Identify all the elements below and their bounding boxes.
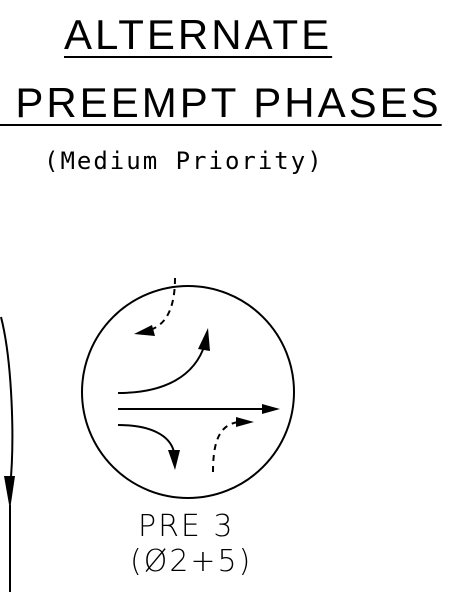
phase-circle [81, 285, 295, 499]
dashed-turn-bottom-icon [212, 417, 254, 473]
through-arrow-icon [118, 404, 280, 414]
left-edge-arrow [0, 316, 15, 592]
right-turn-arrow-icon [117, 424, 180, 470]
phase-name-label: PRE 3 [138, 509, 235, 544]
phase-combination-label: (Ø2+5) [130, 544, 253, 579]
dashed-turn-top-icon [134, 277, 176, 336]
title-line-2: / PREEMPT PHASES [0, 79, 442, 126]
subtitle: (Medium Priority) [44, 147, 324, 175]
title-line-1: ALTERNATE [64, 11, 333, 58]
left-turn-arrow-icon [117, 328, 210, 394]
